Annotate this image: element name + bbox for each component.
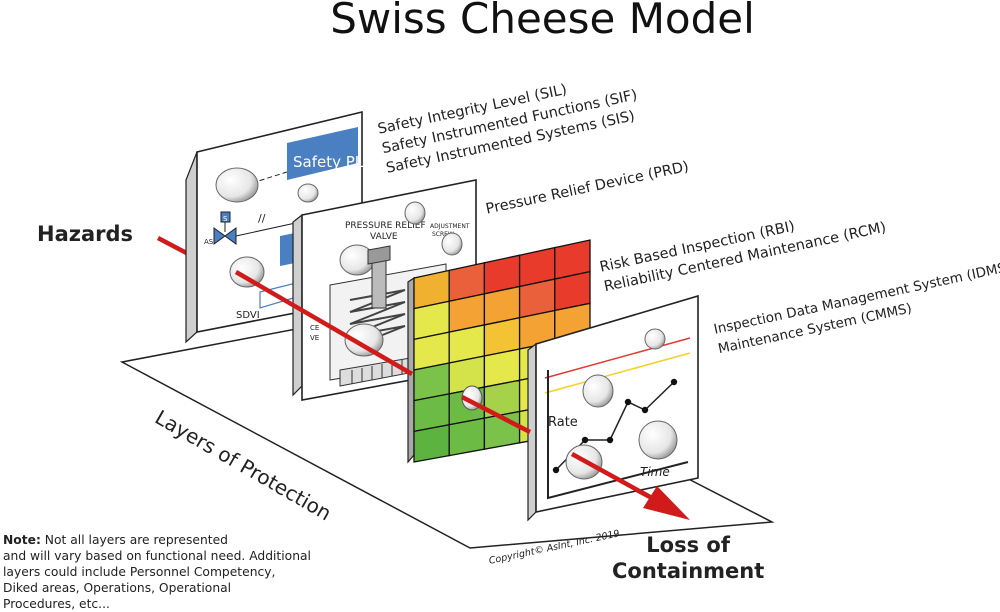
svg-text://: //: [258, 212, 266, 225]
note-prefix: Note:: [3, 533, 41, 547]
safety-plc-box: [287, 127, 358, 180]
risk-matrix-cell: [448, 417, 486, 457]
prv-header-1: PRESSURE RELIEF: [345, 221, 426, 231]
as-label: AS: [204, 238, 214, 246]
loss-of-containment-label: Loss of Containment: [612, 532, 764, 584]
risk-matrix-cell: [413, 423, 450, 463]
note-line: Procedures, etc...: [3, 597, 110, 611]
solenoid-label: S: [223, 215, 228, 223]
note-line: Diked areas, Operations, Operational: [3, 581, 232, 595]
trend-limit-yellow: [544, 352, 691, 394]
note-text: Note: Not all layers are represented and…: [3, 532, 333, 612]
time-label: Time: [640, 465, 670, 479]
loss-label-line2: Containment: [612, 559, 765, 583]
sdvi-label: SDVI: [236, 310, 260, 321]
adjustment-label-2: SCREW: [432, 231, 454, 238]
panel-sis: Safety PLC S AS // SDVI: [185, 110, 374, 344]
note-line: and will vary based on functional need. …: [3, 549, 311, 563]
hazard-arrow-head: [643, 486, 690, 520]
hazards-label: Hazards: [37, 222, 134, 246]
note-line: Not all layers are represented: [40, 533, 228, 547]
panel-side-label-1: CE: [310, 324, 319, 332]
prv-header-2: VALVE: [370, 232, 398, 242]
adjustment-label-1: ADJUSTMENT: [430, 223, 470, 230]
page-title: Swiss Cheese Model: [330, 0, 755, 43]
hazard-arrow-front: [234, 270, 414, 376]
trend-limit-red: [544, 337, 691, 379]
note-line: layers could include Personnel Competenc…: [3, 565, 276, 579]
trend-axes: [547, 370, 689, 500]
hazard-arrow-front-2: [460, 394, 532, 435]
safety-plc-label: Safety PLC: [293, 153, 374, 171]
rate-label: Rate: [548, 415, 578, 430]
hazard-arrow-front-3: [570, 452, 654, 500]
panel-side-label-2: VE: [310, 334, 319, 342]
loss-label-line1: Loss of: [646, 533, 730, 557]
